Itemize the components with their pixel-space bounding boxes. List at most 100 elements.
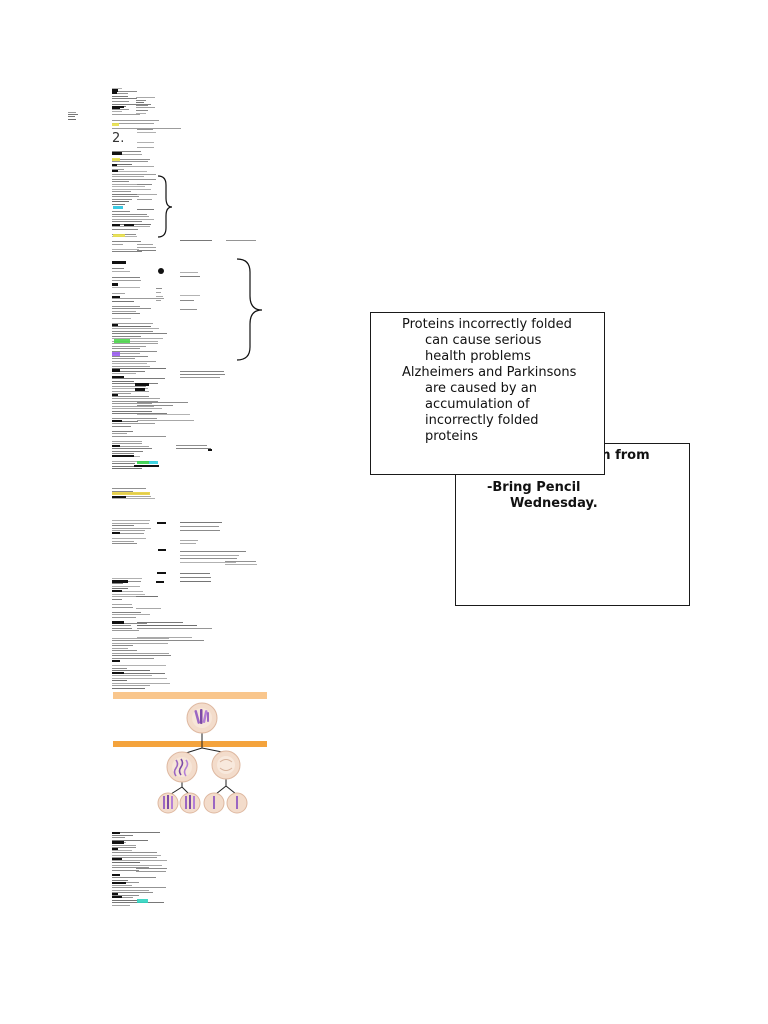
bold-text-mark (112, 420, 122, 422)
tiny-text-line (112, 657, 154, 659)
tiny-text-line (180, 299, 194, 301)
tiny-text-line (112, 520, 150, 521)
tiny-text-line (112, 365, 150, 367)
tiny-text-line (112, 168, 124, 170)
tiny-text-line (112, 611, 141, 613)
tiny-text-line (112, 280, 141, 282)
tiny-text-line (68, 112, 76, 113)
tiny-text-line (112, 622, 147, 624)
tiny-text-line (112, 345, 146, 347)
tiny-text-line (112, 103, 151, 105)
tiny-text-line (112, 333, 167, 334)
reminder-line: Wednesday. (510, 496, 598, 511)
tiny-text-line (136, 99, 146, 101)
dash-mark (158, 549, 166, 551)
tiny-text-line (112, 433, 127, 434)
tiny-text-line (180, 295, 200, 296)
tiny-text-line (112, 522, 149, 524)
tiny-text-line (112, 578, 142, 579)
bold-text-mark (112, 394, 118, 396)
tiny-text-line (112, 435, 166, 437)
tiny-text-line (112, 300, 134, 302)
section-number: 2. (112, 131, 125, 146)
tiny-text-line (112, 363, 147, 364)
tiny-text-line (112, 338, 163, 339)
tiny-text-line (112, 226, 150, 227)
branch-lines (170, 733, 237, 795)
tiny-text-line (136, 110, 148, 111)
tiny-text-line (112, 844, 136, 846)
tiny-text-line (112, 178, 156, 180)
tiny-text-line (112, 101, 129, 102)
tiny-text-line (112, 652, 169, 654)
bold-text-mark (112, 882, 126, 884)
tiny-text-line (137, 194, 157, 195)
tiny-text-line (137, 244, 153, 245)
tiny-text-line (112, 186, 145, 187)
tiny-text-line (112, 899, 138, 901)
tiny-text-line (112, 114, 140, 115)
tiny-text-line (112, 630, 139, 631)
reminder-line: m from (597, 448, 650, 463)
tiny-text-line (112, 228, 138, 230)
dash-mark (156, 581, 164, 583)
tiny-text-line (112, 95, 128, 97)
tiny-text-line (112, 892, 153, 893)
note-line: proteins (425, 429, 478, 444)
tiny-text-line (112, 203, 125, 205)
tiny-text-line (112, 650, 137, 651)
tiny-text-line (137, 132, 156, 133)
tiny-text-line (112, 488, 146, 489)
tiny-text-line (137, 420, 194, 421)
tiny-text-line (136, 102, 144, 104)
tiny-text-line (112, 677, 167, 679)
tiny-text-line (112, 328, 159, 329)
tiny-text-line (112, 680, 127, 681)
tiny-text-line (112, 350, 157, 352)
bold-text-mark (208, 449, 212, 451)
gamete-cell-1 (157, 792, 179, 814)
tiny-text-line (136, 97, 155, 98)
tiny-text-line (112, 440, 142, 442)
tiny-text-line (112, 887, 166, 888)
bold-text-mark (112, 621, 124, 624)
tiny-text-line (176, 448, 211, 449)
highlight-mark (113, 234, 125, 237)
tiny-text-line (137, 250, 156, 251)
tiny-text-line (112, 216, 149, 217)
tiny-text-line (112, 685, 150, 686)
tiny-text-line (112, 468, 142, 469)
tiny-text-line (137, 402, 188, 403)
tiny-text-line (180, 581, 211, 582)
dash-mark (157, 522, 166, 524)
tiny-text-line (180, 240, 212, 241)
bold-text-mark (112, 660, 120, 662)
note-line: are caused by an (425, 381, 537, 396)
tiny-text-line (112, 655, 171, 656)
bold-text-mark (112, 672, 124, 674)
right-brace-small (157, 175, 173, 238)
note-box: Proteins incorrectly folded can cause se… (370, 312, 605, 475)
tiny-text-line (112, 864, 162, 866)
tiny-text-line (112, 869, 139, 871)
tiny-text-line (112, 418, 157, 419)
gamete-cell-2 (179, 792, 201, 814)
bold-text-mark (112, 580, 128, 583)
daughter-cell-left (166, 751, 198, 783)
gamete-cell-4 (226, 792, 248, 814)
highlight-mark (112, 158, 120, 161)
tiny-text-line (137, 184, 152, 185)
tiny-text-line (137, 625, 197, 626)
note-line: health problems (425, 349, 531, 364)
tiny-text-line (176, 445, 207, 446)
tiny-text-line (112, 897, 133, 898)
tiny-text-line (137, 209, 154, 210)
tiny-text-line (112, 598, 122, 600)
tiny-text-line (180, 530, 220, 531)
tiny-text-line (112, 108, 129, 110)
tiny-text-line (112, 353, 140, 354)
tiny-text-line (112, 859, 167, 861)
bullet-dot (158, 268, 164, 274)
tiny-text-line (112, 637, 169, 639)
tiny-text-line (112, 340, 158, 342)
